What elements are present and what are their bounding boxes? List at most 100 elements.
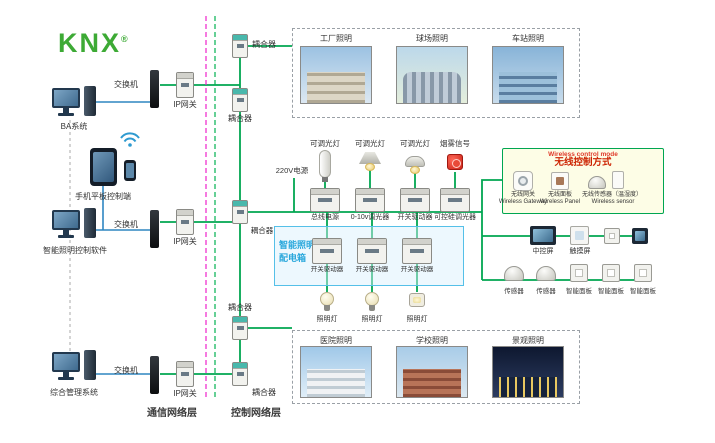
- label-touch-screen: 触摸屏: [569, 248, 591, 255]
- label-scene-factory: 工厂照明: [320, 34, 352, 43]
- label-wireless-gateway-en: Wireless Gateway: [498, 199, 548, 205]
- monitor-icon: [52, 210, 80, 230]
- lamp-glow-icon: [410, 166, 420, 174]
- label-dist-actuator-3: 开关驱动器: [400, 266, 434, 273]
- smoke-alarm-icon: [447, 154, 463, 170]
- label-wireless-gateway-zh: 无线网关: [510, 192, 535, 198]
- label-wireless-sensor-zh: 无线传感器（温湿度）: [581, 192, 642, 198]
- label-wireless-panel-zh: 无线面板: [547, 192, 572, 198]
- sensor-dome-icon-2: [536, 266, 556, 281]
- lamp-glow-icon: [365, 163, 375, 171]
- label-coupler-5: 耦合器: [252, 388, 276, 397]
- monitor-icon: [52, 88, 80, 108]
- computer-ba-system: [52, 86, 98, 122]
- wireless-gateway-icon: [513, 171, 533, 191]
- label-smart-panel-3: 智能面板: [630, 288, 656, 295]
- coupler-5: [232, 362, 248, 386]
- lan-lines-blue: [96, 101, 151, 375]
- label-mobile-control: 手机平板控制端: [75, 192, 131, 201]
- dist-actuator-1: [312, 238, 342, 264]
- tower-icon: [84, 208, 96, 238]
- label-ba-system: BA系统: [60, 122, 88, 131]
- bulb-icon: [320, 292, 334, 311]
- label-sensor-1: 传感器: [504, 288, 524, 295]
- label-scene-landscape: 景观照明: [512, 336, 544, 345]
- photo-stadium-lighting: [396, 46, 468, 104]
- label-dimmer-0-10v: 0-10v调光器: [350, 214, 390, 221]
- label-sensor-2: 传感器: [536, 288, 556, 295]
- smart-panel-icon-2: [602, 264, 620, 282]
- label-ip-gateway-1: IP网关: [173, 100, 197, 109]
- dist-actuator-2: [357, 238, 387, 264]
- triac-dimmer-module: [440, 188, 470, 212]
- label-scene-hospital: 医院照明: [320, 336, 352, 345]
- label-wireless-panel-en: Wireless Panel: [539, 199, 580, 205]
- label-coupler-4: 耦合器: [228, 303, 252, 312]
- network-switch-1: [150, 70, 159, 108]
- wireless-panel-icon: [551, 172, 569, 190]
- mini-screen-icon: [632, 228, 648, 244]
- wireless-sensor-rect-icon: [612, 171, 624, 189]
- wall-panel-icon: [604, 228, 620, 244]
- label-dist-actuator-1: 开关驱动器: [310, 266, 344, 273]
- label-wireless-sensor-en: Wireless sensor: [591, 199, 635, 205]
- label-scene-stadium: 球场照明: [416, 34, 448, 43]
- smart-panel-icon-3: [634, 264, 652, 282]
- network-switch-3: [150, 356, 159, 394]
- central-control-screen-icon: [530, 226, 556, 245]
- panel-lamp-icon: [409, 293, 425, 307]
- building-silhouette: [306, 369, 366, 397]
- wifi-icon: [120, 132, 140, 147]
- photo-factory-lighting: [300, 46, 372, 104]
- building-silhouette: [402, 71, 462, 103]
- label-dimmable-lamp-3: 可调光灯: [400, 139, 430, 148]
- comm-network-layer-label: 通信网络层: [147, 408, 197, 419]
- network-switch-2: [150, 210, 159, 248]
- smart-panel-icon-1: [570, 264, 588, 282]
- coupler-4: [232, 316, 248, 340]
- dist-actuator-3: [402, 238, 432, 264]
- registered-mark: ®: [121, 34, 128, 44]
- ip-gateway-1: [176, 72, 194, 98]
- ip-gateway-2: [176, 209, 194, 235]
- photo-hospital-lighting: [300, 346, 372, 398]
- building-silhouette: [498, 71, 558, 103]
- computer-management-system: [52, 350, 98, 386]
- coupler-3: [232, 200, 248, 224]
- coupler-2: [232, 88, 248, 112]
- wireless-title-zh: 无线控制方式: [554, 157, 612, 168]
- wireless-title-en: Wireless control mode: [548, 151, 618, 158]
- top-scenes-box: [292, 28, 580, 118]
- knx-logo-text: KNX: [58, 28, 122, 58]
- tower-icon: [84, 86, 96, 116]
- label-switch-1: 交换机: [114, 80, 138, 89]
- bus-power-module: [310, 188, 340, 212]
- sensor-dome-icon-1: [504, 266, 524, 281]
- tube-lamp-icon: [319, 150, 331, 182]
- bulb-icon: [365, 292, 379, 311]
- label-triac-dimmer: 可控硅调光器: [434, 214, 476, 221]
- building-silhouette: [306, 71, 366, 103]
- label-switch-3: 交换机: [114, 366, 138, 375]
- label-lamp-2: 照明灯: [361, 316, 383, 323]
- label-dimmable-lamp-1: 可调光灯: [310, 139, 340, 148]
- label-scene-school: 学校照明: [416, 336, 448, 345]
- wireless-sensor-dome-icon: [588, 176, 606, 189]
- tower-icon: [84, 350, 96, 380]
- building-silhouette: [498, 377, 558, 397]
- coupler-1: [232, 34, 248, 58]
- downlight-cone-icon: [359, 152, 381, 164]
- building-silhouette: [402, 369, 462, 397]
- photo-station-lighting: [492, 46, 564, 104]
- label-scene-station: 车站照明: [512, 34, 544, 43]
- label-lamp-1: 照明灯: [316, 316, 338, 323]
- label-central-screen: 中控屏: [532, 248, 554, 255]
- computer-lighting-software: [52, 208, 98, 244]
- touch-screen-icon: [570, 226, 589, 245]
- label-switch-actuator: 开关驱动器: [397, 214, 433, 221]
- ctrl-network-layer-label: 控制网络层: [231, 408, 281, 419]
- tablet-icon: [90, 148, 117, 186]
- label-smoke-signal: 烟雾信号: [440, 139, 470, 148]
- label-lighting-software: 智能照明控制软件: [43, 246, 107, 255]
